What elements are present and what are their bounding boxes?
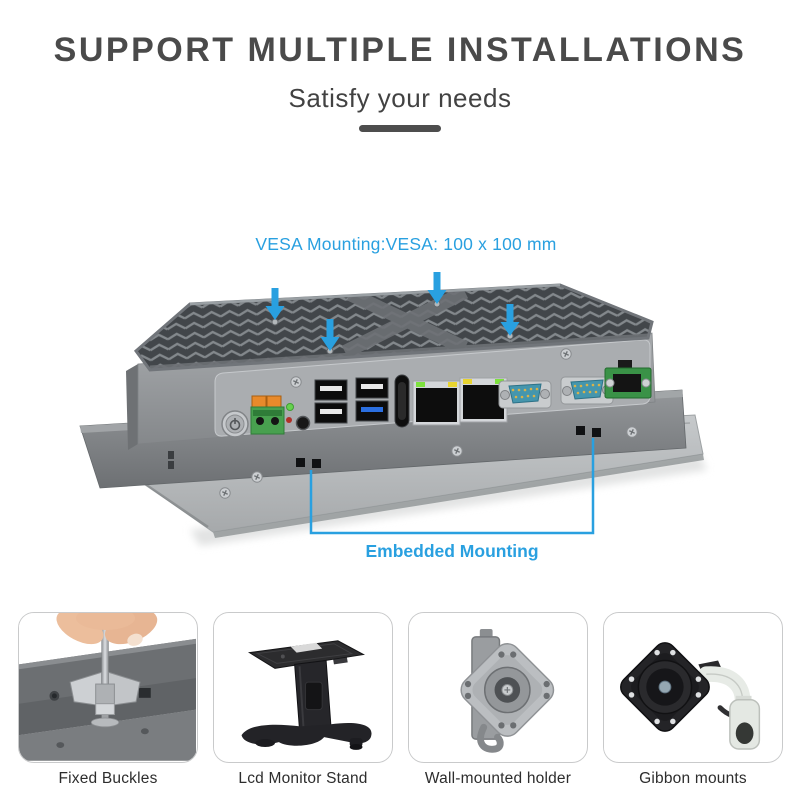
panel-pc-rear-image — [79, 272, 707, 546]
dc-terminal-block — [250, 395, 285, 435]
mounting-hole — [592, 428, 601, 437]
option-label: Lcd Monitor Stand — [238, 770, 368, 787]
serial-port-com1 — [498, 380, 552, 409]
vesa-arrow — [320, 319, 340, 351]
page-subtitle: Satisfy your needs — [288, 82, 512, 113]
option-card — [213, 612, 393, 763]
option-card — [603, 612, 783, 763]
embedded-mounting-label: Embedded Mounting — [365, 541, 539, 561]
mounting-hole — [296, 458, 305, 467]
title-underline — [359, 124, 441, 132]
mounting-hole — [312, 459, 321, 468]
audio-jack — [295, 415, 311, 431]
mounting-hole — [576, 426, 585, 435]
hdmi-port — [394, 374, 410, 428]
vesa-arrow — [500, 304, 520, 336]
option-fixed-buckles: Fixed Buckles — [18, 612, 198, 788]
option-card — [408, 612, 588, 763]
vesa-mounting-label: VESA Mounting:VESA: 100 x 100 mm — [255, 234, 557, 254]
status-led-green — [286, 403, 294, 411]
option-lcd-monitor-stand: Lcd Monitor Stand — [213, 612, 393, 788]
mounting-options: Fixed Buckles Lcd Monitor Stand — [18, 612, 783, 788]
embedded-mounting-bracket — [309, 438, 595, 535]
status-led-red — [286, 417, 292, 423]
page-title: SUPPORT MULTIPLE INSTALLATIONS — [53, 31, 747, 69]
wall-mounted-holder-image — [409, 613, 586, 761]
option-wall-mounted-holder: Wall-mounted holder — [408, 612, 588, 788]
usb-ports — [314, 377, 389, 424]
option-label: Gibbon mounts — [639, 770, 747, 787]
vesa-arrows — [265, 272, 520, 351]
option-card — [18, 612, 198, 763]
fixed-buckles-image — [19, 613, 196, 761]
serial-port-com2 — [560, 376, 614, 405]
io-ports — [221, 360, 652, 438]
power-button — [221, 410, 249, 438]
option-label: Fixed Buckles — [58, 770, 158, 787]
lcd-monitor-stand-image — [214, 613, 391, 761]
power-input-connector — [604, 360, 652, 399]
option-label: Wall-mounted holder — [424, 770, 572, 787]
option-gibbon-mounts: Gibbon mounts — [603, 612, 783, 788]
page-header: SUPPORT MULTIPLE INSTALLATIONS Satisfy y… — [0, 0, 800, 132]
gibbon-mounts-image — [604, 613, 781, 761]
vesa-arrow — [265, 288, 285, 320]
installation-figure: VESA Mounting:VESA: 100 x 100 mm — [0, 230, 800, 590]
ethernet-ports — [412, 377, 508, 426]
vesa-arrow — [427, 272, 447, 304]
